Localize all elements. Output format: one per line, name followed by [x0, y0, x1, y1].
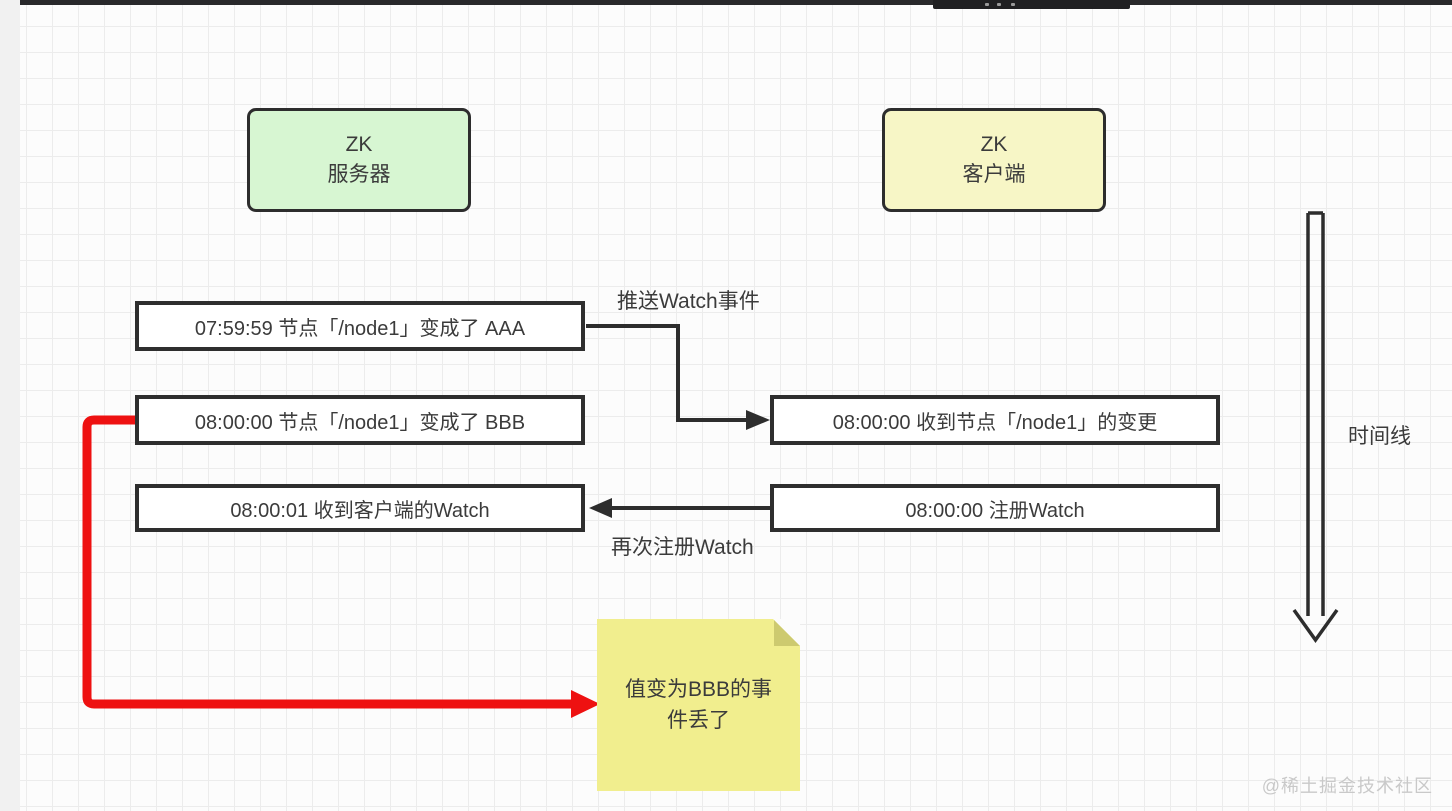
lost-event-arrow: [82, 415, 600, 718]
event-text: 08:00:00 收到节点「/node1」的变更: [832, 411, 1158, 434]
timeline-arrow: [1292, 211, 1339, 644]
reregister-watch-label: 再次注册Watch: [611, 536, 754, 559]
event-node1-aaa: 07:59:59 节点「/node1」变成了 AAA: [135, 301, 585, 351]
actor-label-line1: ZK: [345, 133, 373, 156]
left-margin-strip: [0, 0, 20, 811]
actor-zk-server: ZK 服务器: [247, 108, 471, 212]
actor-label-line1: ZK: [980, 133, 1008, 156]
actor-label-line2: 服务器: [327, 163, 391, 186]
sticky-note-lost-event: 值变为BBB的事 件丢了: [597, 619, 800, 791]
toolbar-glyph: [1011, 3, 1015, 6]
note-fold-icon: [774, 620, 800, 646]
toolbar-glyph: [997, 3, 1001, 6]
event-client-received-change: 08:00:00 收到节点「/node1」的变更: [770, 395, 1220, 445]
event-text: 07:59:59 节点「/node1」变成了 AAA: [194, 317, 526, 340]
event-client-register-watch: 08:00:00 注册Watch: [770, 484, 1220, 532]
event-text: 08:00:01 收到客户端的Watch: [230, 499, 490, 522]
actor-zk-client: ZK 客户端: [882, 108, 1106, 212]
event-text: 08:00:00 注册Watch: [905, 499, 1085, 522]
toolbar-glyph: [985, 3, 989, 6]
event-text: 08:00:00 节点「/node1」变成了 BBB: [194, 411, 526, 434]
note-text-line2: 件丢了: [667, 709, 730, 732]
event-server-received-watch: 08:00:01 收到客户端的Watch: [135, 484, 585, 532]
note-text-line1: 值变为BBB的事: [624, 678, 773, 701]
cropped-toolbar-fragment: [933, 0, 1130, 9]
actor-label-line2: 客户端: [962, 163, 1026, 186]
event-node1-bbb: 08:00:00 节点「/node1」变成了 BBB: [135, 395, 585, 445]
watermark-juejin: @稀土掘金技术社区: [1261, 776, 1433, 796]
push-watch-label: 推送Watch事件: [617, 290, 760, 313]
reregister-watch-arrow: [589, 498, 770, 518]
timeline-label: 时间线: [1348, 425, 1411, 448]
top-edge-bar: [0, 0, 1452, 5]
push-watch-arrow: [586, 324, 770, 430]
